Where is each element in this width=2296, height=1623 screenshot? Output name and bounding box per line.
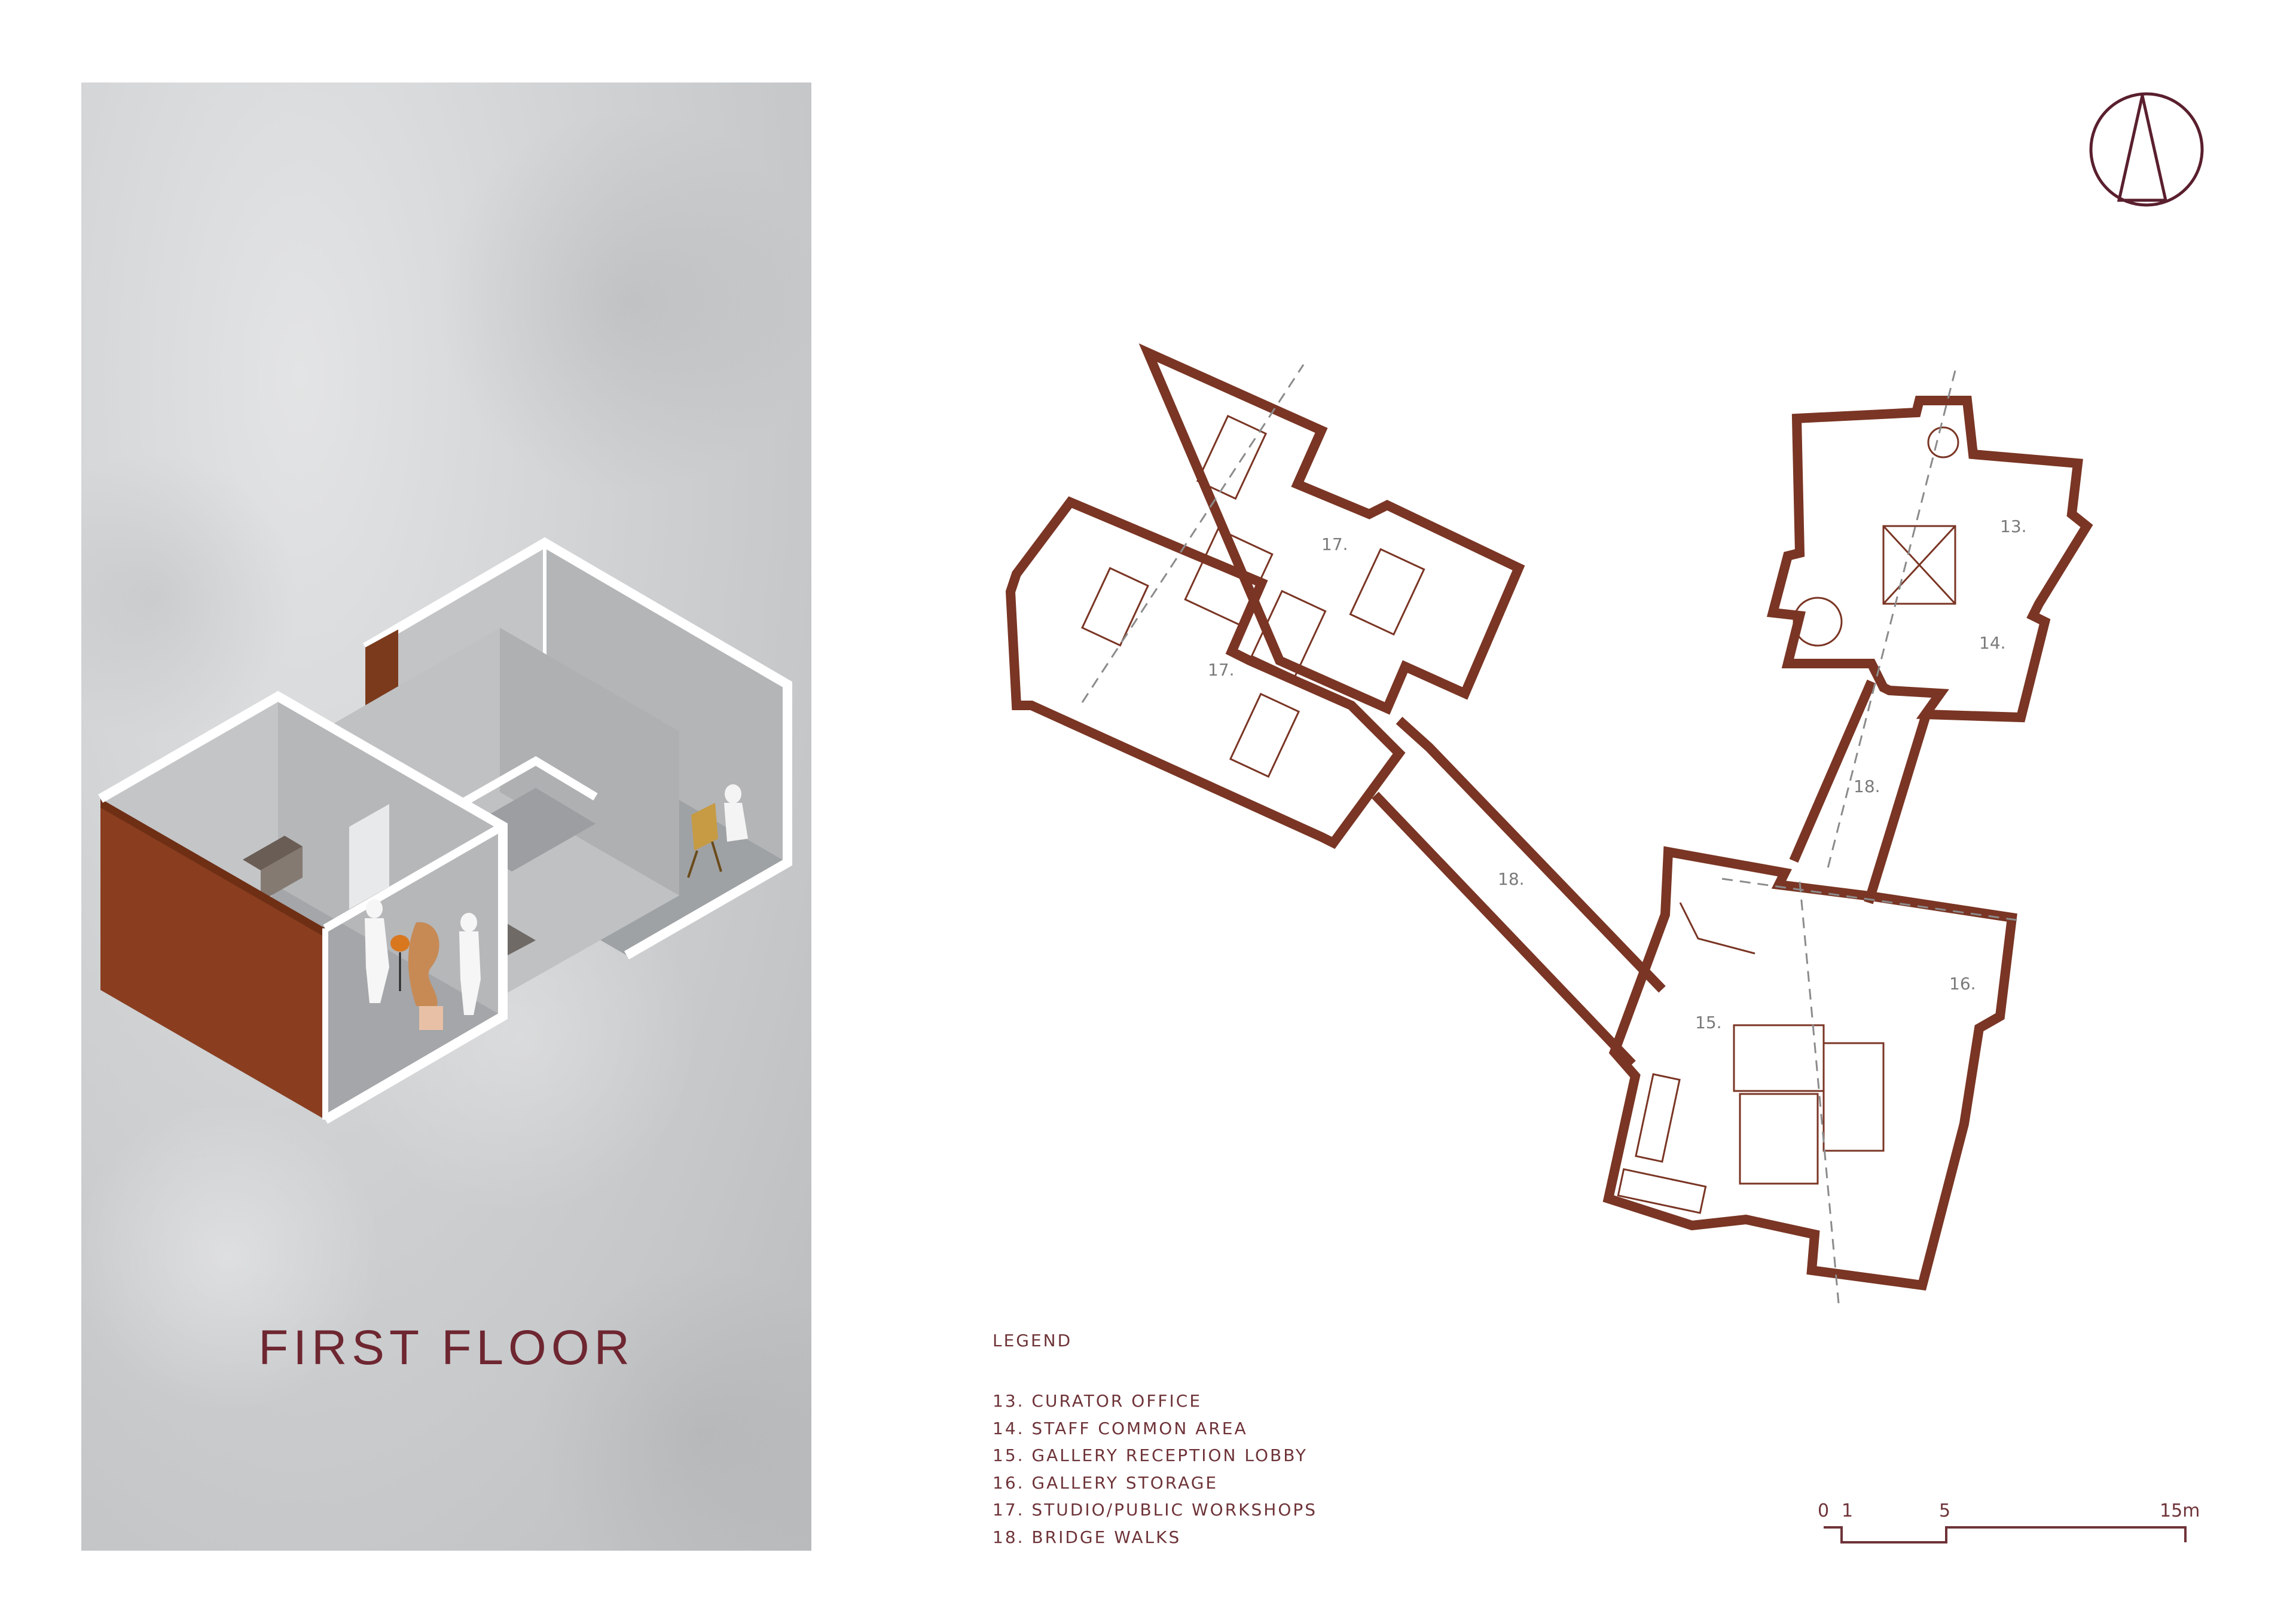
east-wing	[1766, 396, 2093, 723]
room-label-18b: 18.	[1498, 869, 1525, 889]
room-label-17b: 17.	[1208, 660, 1235, 680]
legend-item-13: 13. CURATOR OFFICE	[993, 1391, 1202, 1411]
figures-sculpture	[365, 899, 481, 1030]
room-label-14: 14.	[1979, 633, 2006, 653]
floor-title: FIRST FLOOR	[258, 1321, 634, 1375]
bridge-ns-east	[1864, 716, 1930, 904]
room-label-17a: 17.	[1321, 534, 1348, 554]
scale-label-1: 1	[1842, 1500, 1853, 1521]
axonometric-drawing	[98, 537, 792, 1124]
legend: LEGEND 13. CURATOR OFFICE 14. STAFF COMM…	[993, 1331, 1317, 1551]
figure-easel	[687, 784, 748, 878]
plan-axes	[1081, 364, 2022, 1304]
scale-label-5: 5	[1939, 1500, 1950, 1521]
legend-item-17: 17. STUDIO/PUBLIC WORKSHOPS	[993, 1500, 1318, 1520]
room-label-15: 15.	[1695, 1013, 1722, 1032]
studio-block-lower	[1005, 496, 1406, 849]
studio-block-upper	[1138, 343, 1525, 715]
legend-item-14: 14. STAFF COMMON AREA	[993, 1418, 1248, 1438]
scale-bar	[1824, 1526, 2187, 1543]
bridge-lower-edge	[1372, 791, 1636, 1068]
axonometric-panel: FIRST FLOOR	[81, 82, 811, 1551]
legend-item-15: 15. GALLERY RECEPTION LOBBY	[993, 1445, 1308, 1465]
gallery-block	[1602, 846, 2017, 1291]
scale-label-0: 0	[1818, 1500, 1829, 1521]
bridge-upper-edge	[1396, 717, 1666, 993]
axo-room-sculpture	[98, 690, 508, 1124]
legend-item-16: 16. GALLERY STORAGE	[993, 1472, 1219, 1493]
room-label-13: 13.	[2000, 516, 2027, 536]
scale-labels: 0 1 5 15m	[1818, 1500, 2200, 1521]
plan-walls	[1005, 343, 2093, 1291]
north-arrow-icon	[2089, 92, 2204, 207]
scale-label-15m: 15m	[2160, 1500, 2200, 1521]
legend-heading: LEGEND	[993, 1331, 1073, 1350]
plan-interior	[1081, 414, 1959, 1214]
room-label-18a: 18.	[1854, 777, 1880, 796]
bridge-ns-west	[1789, 679, 1876, 863]
room-labels: 13. 14. 15. 16. 17. 17. 18. 18.	[1208, 516, 2027, 1032]
room-label-16: 16.	[1949, 974, 1976, 994]
legend-item-18: 18. BRIDGE WALKS	[993, 1527, 1181, 1547]
